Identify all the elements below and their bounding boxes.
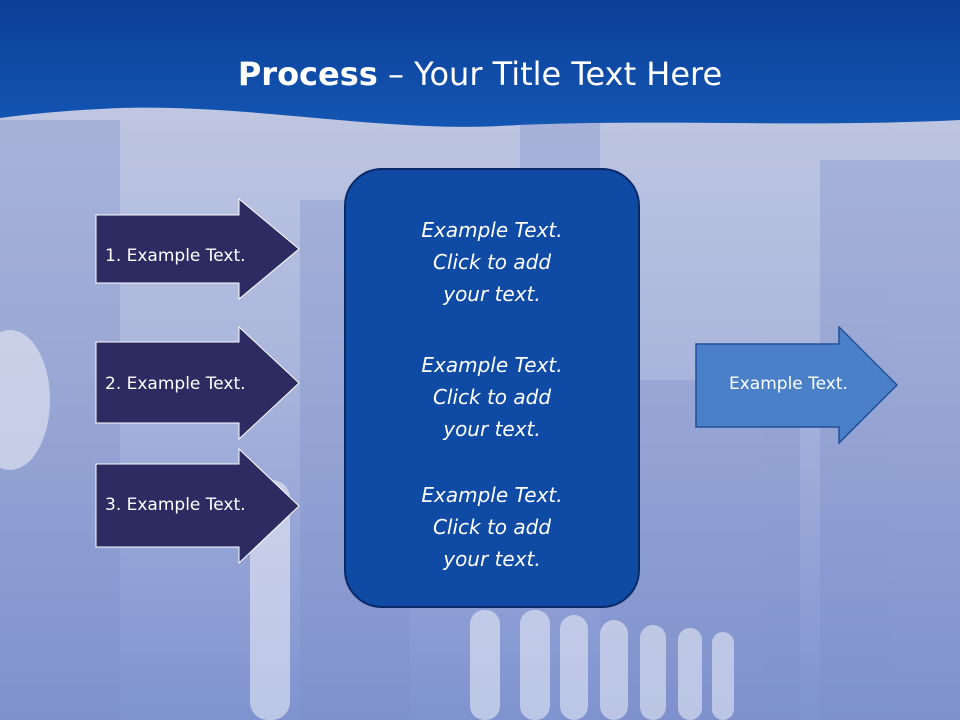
center-item-1: Example Text. Click to add your text.: [346, 214, 638, 310]
step-arrow-1: 1. Example Text.: [95, 198, 301, 300]
output-arrow: Example Text.: [695, 326, 899, 444]
step-arrow-2-shape: [95, 326, 300, 440]
step-2-label: 2. Example Text.: [105, 374, 246, 394]
step-arrow-2: 2. Example Text.: [95, 326, 301, 440]
center-item-3-line-3: your text.: [443, 547, 541, 571]
center-item-1-line-1: Example Text.: [421, 218, 563, 242]
slide-title: Process – Your Title Text Here: [0, 52, 960, 96]
center-item-2-line-3: your text.: [443, 417, 541, 441]
step-arrow-3-shape: [95, 448, 300, 564]
step-3-label: 3. Example Text.: [105, 495, 246, 515]
output-arrow-shape: [695, 326, 899, 444]
title-rest: – Your Title Text Here: [377, 55, 723, 93]
center-item-2-line-2: Click to add: [432, 385, 552, 409]
step-arrow-1-shape: [95, 198, 300, 300]
center-item-3-line-2: Click to add: [432, 515, 552, 539]
title-bold: Process: [237, 55, 378, 93]
center-item-3: Example Text. Click to add your text.: [346, 479, 638, 575]
output-arrow-label: Example Text.: [729, 374, 848, 394]
center-item-2: Example Text. Click to add your text.: [346, 349, 638, 445]
center-item-3-line-1: Example Text.: [421, 483, 563, 507]
center-content-box: Example Text. Click to add your text. Ex…: [344, 168, 640, 608]
center-item-1-line-2: Click to add: [432, 250, 552, 274]
center-item-2-line-1: Example Text.: [421, 353, 563, 377]
step-arrow-3: 3. Example Text.: [95, 448, 301, 564]
step-1-label: 1. Example Text.: [105, 246, 246, 266]
center-item-1-line-3: your text.: [443, 282, 541, 306]
